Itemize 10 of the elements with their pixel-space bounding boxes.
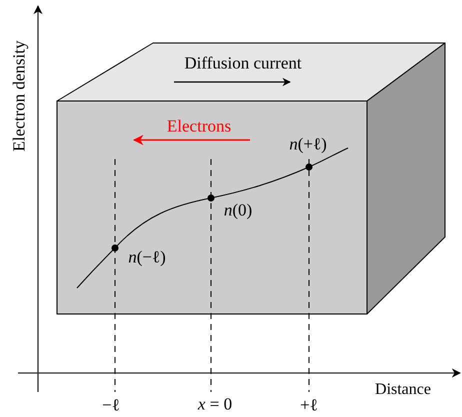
axis-label: Electron density xyxy=(10,40,30,152)
point-label: n(−ℓ) xyxy=(128,248,166,268)
tick-label: −ℓ xyxy=(102,396,120,416)
tick-label: +ℓ xyxy=(300,396,318,416)
direction-label: Electrons xyxy=(166,118,232,136)
axis-label: Distance xyxy=(375,381,431,399)
point-label: n(0) xyxy=(224,202,252,220)
point-label: n(+ℓ) xyxy=(289,136,327,154)
direction-label: Diffusion current xyxy=(184,54,302,74)
tick-label: x = 0 xyxy=(198,396,232,414)
